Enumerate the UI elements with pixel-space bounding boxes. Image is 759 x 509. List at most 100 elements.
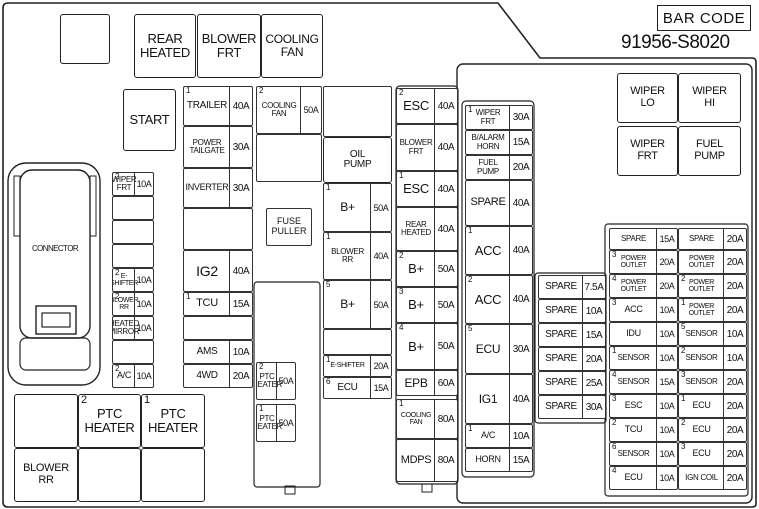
relay-label: START [129,112,170,128]
relay-wiper-lo[interactable]: WIPER LO [617,73,678,123]
relay-blower-frt[interactable]: BLOWER FRT [197,14,261,78]
relay-empty-slot[interactable] [60,14,110,64]
fuse-heated-mirror[interactable]: HEATED MIRROR10A [112,316,154,340]
fuse-empty-slot[interactable] [112,340,154,364]
fuse-empty-slot[interactable] [323,86,392,137]
relay-wiper-frt[interactable]: WIPER FRT [617,126,678,176]
relay-blower-rr[interactable]: BLOWER RR [14,448,78,502]
fuse-puller-label[interactable]: FUSE PULLER [266,208,312,246]
fuse-empty-slot[interactable] [112,220,154,244]
fuse-rating: 20A [723,251,746,273]
relay-empty-slot[interactable] [78,448,141,502]
relay-empty-slot[interactable] [14,394,78,448]
relay-empty-slot[interactable] [141,448,205,502]
relay-fuel-pump[interactable]: FUEL PUMP [678,126,741,176]
fuse-label: ECU [692,448,711,459]
relay-start[interactable]: START [123,89,176,151]
relay-oil-pump[interactable]: OIL PUMP [323,137,392,183]
relay-cooling-fan[interactable]: COOLING FAN [261,14,323,78]
fuse-label: B/ALARM HORN [471,133,505,151]
relay-rear-heated[interactable]: REAR HEATED [134,14,196,78]
fuse-empty-slot[interactable] [256,134,322,182]
fuse-empty-slot[interactable] [323,329,392,355]
fuse-empty-slot[interactable] [112,196,154,220]
fuse-number: 1 [468,226,473,235]
fuse-rating: 10A [723,347,746,369]
fuse-empty-slot[interactable] [112,244,154,268]
relay-wiper-hi[interactable]: WIPER HI [678,73,741,123]
fuse-empty-slot[interactable] [183,316,253,340]
fuse-empty-slot[interactable] [183,208,253,250]
